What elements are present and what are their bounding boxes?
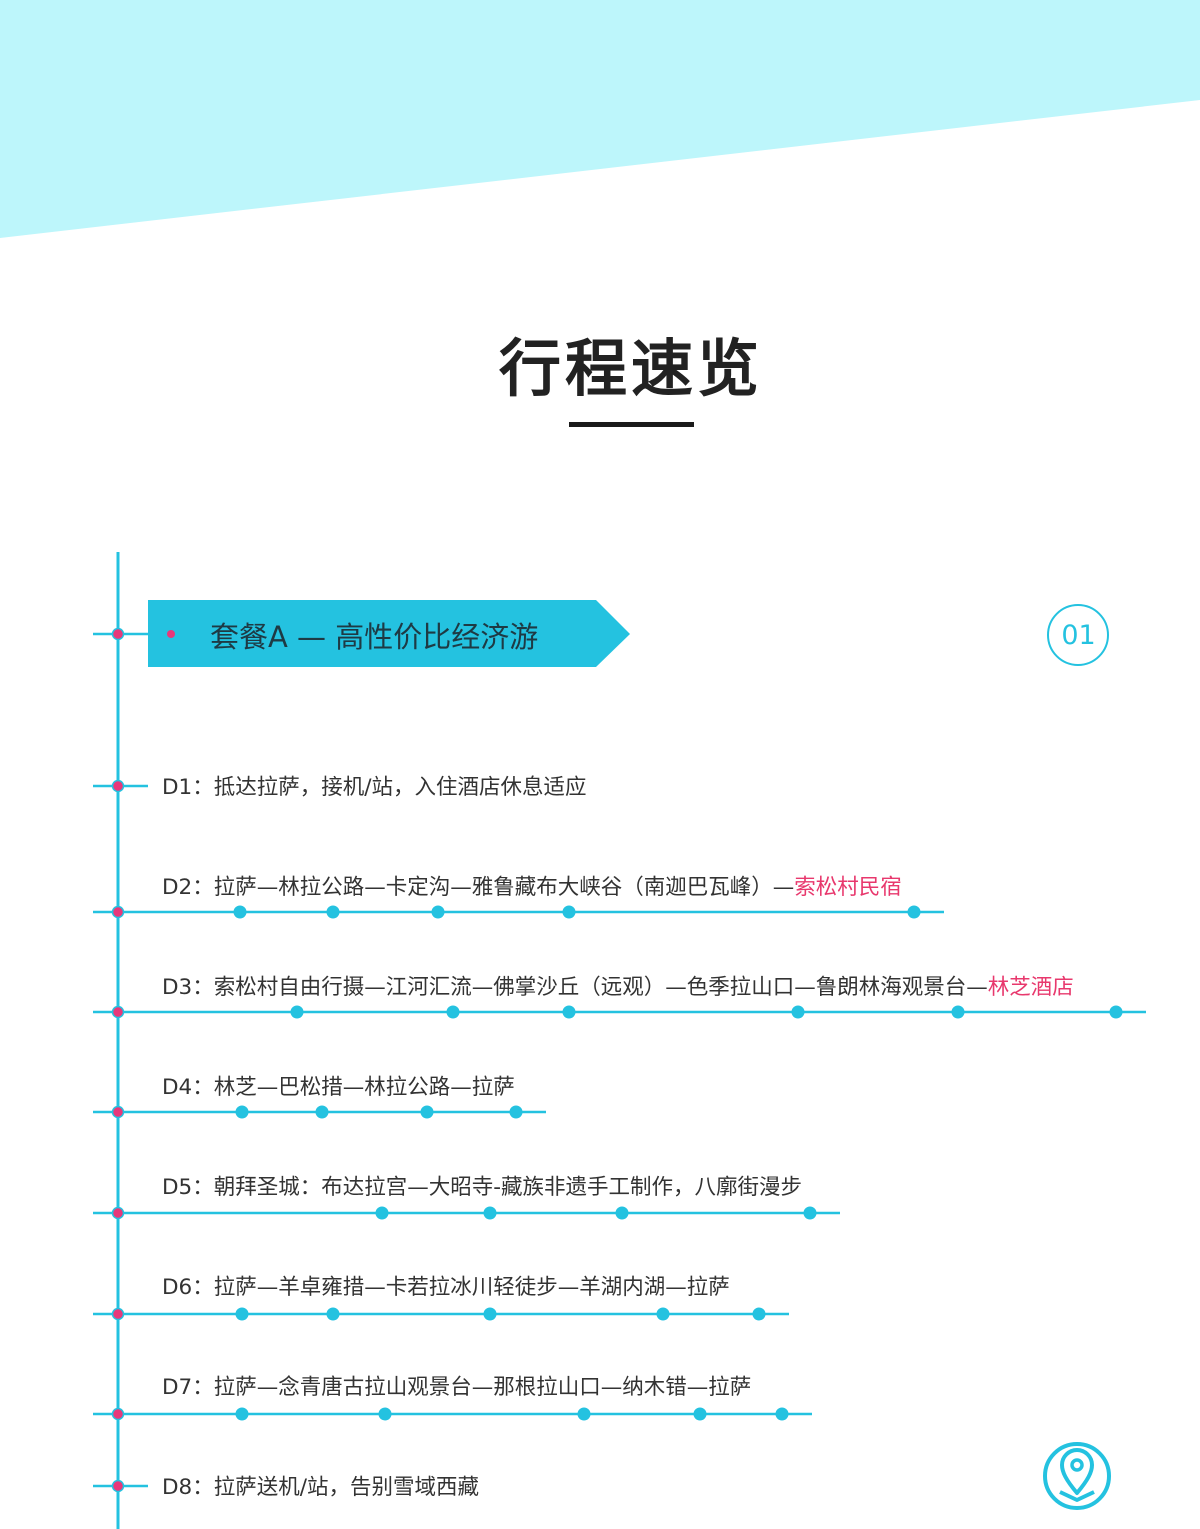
itinerary-day-2: D2：拉萨—林拉公路—卡定沟—雅鲁藏布大峡谷（南迦巴瓦峰）—索松村民宿	[162, 870, 902, 901]
day-route: 索松村自由行摄—江河汇流—佛掌沙丘（远观）—色季拉山口—鲁朗林海观景台—	[213, 975, 988, 1000]
top-color-band	[0, 0, 1200, 238]
package-banner	[148, 600, 630, 667]
route-stop-dot	[1109, 1005, 1123, 1019]
route-stop-dot	[562, 905, 576, 919]
day-route: 拉萨—念青唐古拉山观景台—那根拉山口—纳木错—拉萨	[213, 1375, 752, 1400]
day-route: 抵达拉萨，接机/站，入住酒店休息适应	[213, 775, 587, 800]
day-route: 朝拜圣城：布达拉宫—大昭寺-藏族非遗手工制作，八廓街漫步	[213, 1175, 803, 1200]
route-stop-dot	[233, 905, 247, 919]
route-stop-dot	[509, 1105, 523, 1119]
route-stop-dot	[775, 1407, 789, 1421]
day-label: D4：	[162, 1075, 214, 1100]
route-stop-dot	[235, 1407, 249, 1421]
route-stop-dot	[420, 1105, 434, 1119]
itinerary-day-3: D3：索松村自由行摄—江河汇流—佛掌沙丘（远观）—色季拉山口—鲁朗林海观景台—林…	[162, 970, 1074, 1001]
timeline-node	[111, 1005, 125, 1019]
itinerary-day-5: D5：朝拜圣城：布达拉宫—大昭寺-藏族非遗手工制作，八廓街漫步	[162, 1170, 802, 1201]
timeline-node	[111, 627, 125, 641]
route-stop-dot	[615, 1206, 629, 1220]
route-stop-dot	[752, 1307, 766, 1321]
route-stop-dot	[290, 1005, 304, 1019]
package-number-badge: 01	[1061, 620, 1096, 651]
day-route: 林芝—巴松措—林拉公路—拉萨	[213, 1075, 515, 1100]
route-stop-dot	[656, 1307, 670, 1321]
timeline-node	[111, 779, 125, 793]
route-stop-dot	[803, 1206, 817, 1220]
day-route: 拉萨—林拉公路—卡定沟—雅鲁藏布大峡谷（南迦巴瓦峰）—	[213, 875, 795, 900]
route-stop-dot	[235, 1307, 249, 1321]
route-stop-dot	[378, 1407, 392, 1421]
day-label: D3：	[162, 975, 214, 1000]
page-title: 行程速览	[498, 332, 763, 405]
timeline-node	[111, 1479, 125, 1493]
route-stop-dot	[791, 1005, 805, 1019]
route-stop-dot	[577, 1407, 591, 1421]
day-route: 拉萨—羊卓雍措—卡若拉冰川轻徒步—羊湖内湖—拉萨	[213, 1275, 730, 1300]
route-stop-dot	[483, 1206, 497, 1220]
route-stop-dot	[326, 1307, 340, 1321]
day-label: D2：	[162, 875, 214, 900]
route-stop-dot	[446, 1005, 460, 1019]
route-stop-dot	[315, 1105, 329, 1119]
timeline-node	[111, 1407, 125, 1421]
day-accommodation: 索松村民宿	[794, 875, 902, 900]
timeline-node	[111, 905, 125, 919]
route-stop-dot	[483, 1307, 497, 1321]
itinerary-day-1: D1：抵达拉萨，接机/站，入住酒店休息适应	[162, 770, 587, 801]
route-stop-dot	[951, 1005, 965, 1019]
package-title: 套餐A — 高性价比经济游	[210, 620, 539, 654]
route-stop-dot	[326, 905, 340, 919]
day-accommodation: 林芝酒店	[987, 975, 1074, 1000]
timeline-node	[111, 1105, 125, 1119]
itinerary-day-6: D6：拉萨—羊卓雍措—卡若拉冰川轻徒步—羊湖内湖—拉萨	[162, 1270, 730, 1301]
day-label: D5：	[162, 1175, 214, 1200]
route-stop-dot	[562, 1005, 576, 1019]
route-stop-dot	[375, 1206, 389, 1220]
timeline-node	[111, 1206, 125, 1220]
location-pin-icon	[1043, 1442, 1111, 1510]
route-stop-dot	[235, 1105, 249, 1119]
day-route: 拉萨送机/站，告别雪域西藏	[213, 1475, 479, 1500]
day-label: D8：	[162, 1475, 214, 1500]
day-label: D6：	[162, 1275, 214, 1300]
itinerary-day-8: D8：拉萨送机/站，告别雪域西藏	[162, 1470, 479, 1501]
title-underline	[569, 422, 694, 427]
route-stop-dot	[693, 1407, 707, 1421]
itinerary-day-4: D4：林芝—巴松措—林拉公路—拉萨	[162, 1070, 515, 1101]
route-stop-dot	[431, 905, 445, 919]
day-label: D7：	[162, 1375, 214, 1400]
banner-bullet	[167, 630, 175, 638]
number-badge-circle	[1047, 604, 1109, 666]
itinerary-day-7: D7：拉萨—念青唐古拉山观景台—那根拉山口—纳木错—拉萨	[162, 1370, 751, 1401]
timeline-node	[111, 1307, 125, 1321]
day-label: D1：	[162, 775, 214, 800]
route-stop-dot	[907, 905, 921, 919]
